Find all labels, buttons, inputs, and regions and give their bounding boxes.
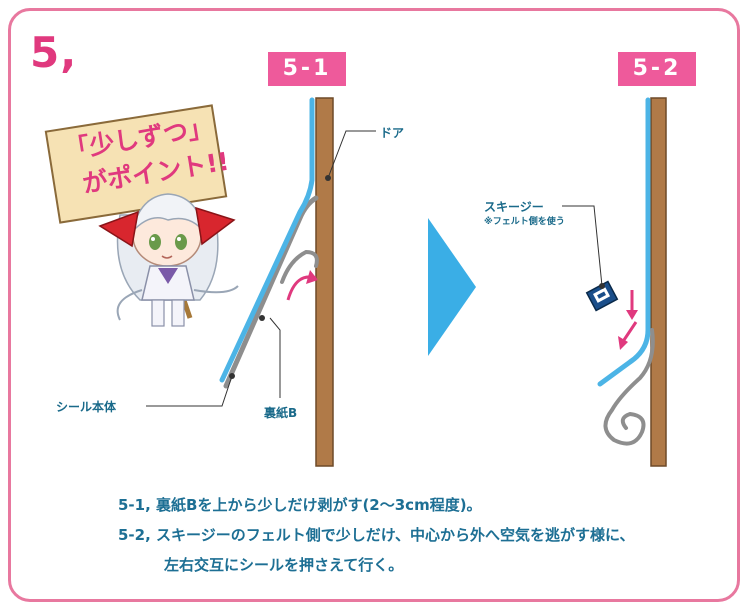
label-squeegee: スキージー <box>484 200 544 214</box>
squeegee-icon <box>585 280 619 312</box>
door-panel-2 <box>650 97 667 467</box>
instruction-line-1: 5-1, 裏紙Bを上から少しだけ剥がす(2〜3cm程度)。 <box>118 496 482 514</box>
instruction-frame <box>8 8 740 602</box>
panel-5-1-diagram <box>146 97 376 467</box>
panel-badge-5-2: 5-2 <box>618 52 696 86</box>
panel-badge-5-1: 5-1 <box>268 52 346 86</box>
instruction-line-2: 5-2, スキージーのフェルト側で少しだけ、中心から外へ空気を逃がす様に、 <box>118 526 635 544</box>
next-arrow-icon <box>428 218 476 356</box>
label-sticker-body: シール本体 <box>56 400 117 414</box>
character-illustration <box>98 193 239 327</box>
label-door: ドア <box>380 126 405 140</box>
door-panel-1 <box>315 97 334 467</box>
label-backing-b: 裏紙B <box>264 406 298 420</box>
instruction-line-3: 左右交互にシールを押さえて行く。 <box>164 556 404 574</box>
panel-5-2-diagram <box>562 97 667 467</box>
step-number: 5, <box>30 28 78 77</box>
label-felt-note: ※フェルト側を使う <box>484 217 565 227</box>
